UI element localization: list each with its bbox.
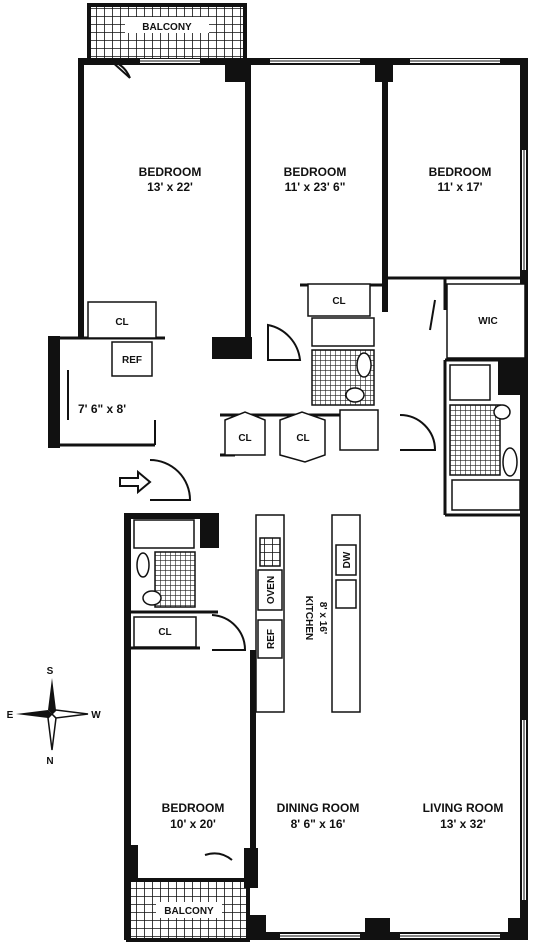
- bathroom-right: [449, 364, 521, 511]
- bathroom-bottom: [133, 519, 196, 608]
- compass-e: E: [7, 710, 14, 721]
- bedroom-2-dims: 11' x 23' 6": [285, 180, 346, 194]
- entry-arrow-icon: [119, 469, 152, 495]
- wic-label: WIC: [478, 316, 497, 327]
- exterior-walls: [78, 58, 528, 940]
- dw-label: DW: [342, 551, 353, 568]
- bedroom-1-dims: 13' x 22': [147, 180, 193, 194]
- closet-label: CL: [158, 627, 171, 638]
- compass-w: W: [91, 710, 101, 721]
- closet-label: CL: [238, 433, 251, 444]
- bedroom-4-dims: 10' x 20': [170, 817, 216, 831]
- door-swings: [109, 59, 437, 861]
- bedroom-3-name: BEDROOM: [429, 165, 492, 179]
- kitchen-dims: 8' x 16': [317, 602, 328, 635]
- kitchen-fixtures: [255, 514, 361, 713]
- bedroom-1-name: BEDROOM: [139, 165, 202, 179]
- balcony-top-label: BALCONY: [142, 22, 192, 33]
- compass-s: S: [47, 666, 54, 677]
- balcony-bottom: BALCONY: [126, 878, 250, 942]
- compass-rose-icon: [16, 678, 89, 751]
- closet-label: CL: [115, 317, 128, 328]
- closets: [87, 283, 526, 648]
- closet-label: CL: [332, 296, 345, 307]
- balcony-bottom-label: BALCONY: [164, 906, 214, 917]
- closet-label: CL: [296, 433, 309, 444]
- living-room-name: LIVING ROOM: [423, 801, 504, 815]
- dining-room-dims: 8' 6" x 16': [291, 817, 346, 831]
- kitchen-name: KITCHEN: [303, 596, 314, 640]
- bedroom-4-name: BEDROOM: [162, 801, 225, 815]
- ref-label: REF: [266, 629, 277, 649]
- compass-n: N: [46, 756, 53, 767]
- balcony-top: BALCONY: [87, 3, 247, 62]
- dining-room-name: DINING ROOM: [277, 801, 360, 815]
- interior-walls: [48, 62, 528, 888]
- ref-label: REF: [122, 355, 142, 366]
- bedroom-2-name: BEDROOM: [284, 165, 347, 179]
- utility-dims: 7' 6" x 8': [78, 402, 126, 416]
- bathroom-top: [311, 317, 379, 451]
- bedroom-3-dims: 11' x 17': [437, 180, 482, 194]
- living-room-dims: 13' x 32': [440, 817, 486, 831]
- oven-label: OVEN: [266, 576, 277, 604]
